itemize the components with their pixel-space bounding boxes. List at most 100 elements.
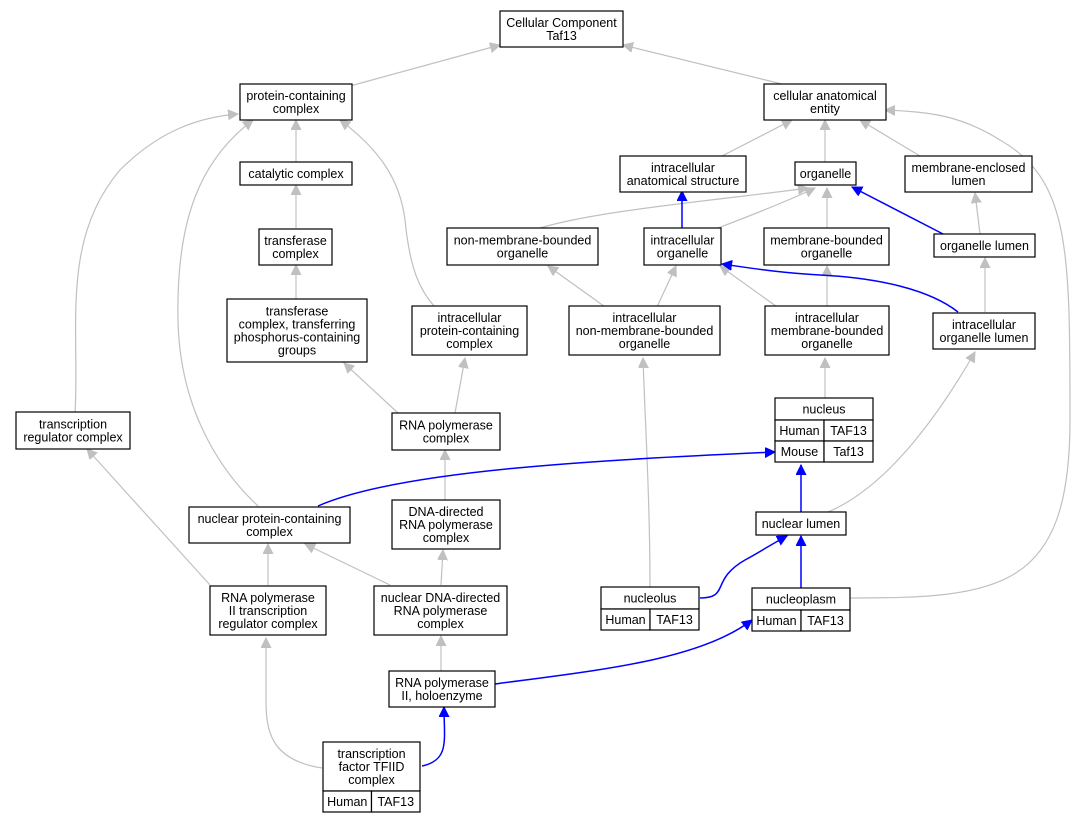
node-transferase-label-0: transferase <box>264 234 327 248</box>
node-trc-label-0: transcription <box>39 418 107 432</box>
svg-text:Human: Human <box>327 795 367 809</box>
node-nucleoplasm-annotation-0-gene: TAF13 <box>800 609 851 632</box>
edge-tfiid-holo <box>421 707 445 767</box>
node-tfiid-label-0: transcription <box>337 747 405 761</box>
edge-ipcc-pcc <box>340 120 435 307</box>
svg-text:Taf13: Taf13 <box>833 445 864 459</box>
node-inmbo-label-0: intracellular <box>613 311 677 325</box>
node-nddrnap-label-1: RNA polymerase <box>394 604 488 618</box>
node-olumen[interactable]: organelle lumen <box>933 233 1036 258</box>
node-holo-label-1: II, holoenzyme <box>401 689 482 703</box>
node-pcc-label-0: protein-containing <box>246 89 345 103</box>
edge-imbo-io <box>720 266 781 310</box>
node-mbo-label-1: organelle <box>801 247 852 261</box>
node-mel-label-1: lumen <box>951 174 985 188</box>
svg-text:TAF13: TAF13 <box>830 424 867 438</box>
edge-rnap2trc-trc <box>87 449 211 586</box>
node-nlumen[interactable]: nuclear lumen <box>755 511 847 536</box>
node-pcc-label-1: complex <box>273 102 320 116</box>
svg-text:Human: Human <box>605 613 645 627</box>
node-holo-label-0: RNA polymerase <box>395 676 489 690</box>
node-nmbo-label-1: organelle <box>497 247 548 261</box>
node-inmbo[interactable]: intracellularnon-membrane-boundedorganel… <box>568 305 721 356</box>
node-tcp-label-2: phosphorus-containing <box>234 331 361 345</box>
node-ias-label-1: anatomical structure <box>627 174 740 188</box>
svg-text:TAF13: TAF13 <box>377 795 414 809</box>
svg-text:TAF13: TAF13 <box>807 614 844 628</box>
node-ipcc-label-1: protein-containing <box>420 324 519 338</box>
edge-ias-cae <box>721 119 792 157</box>
node-nucleus-annotation-0-gene: TAF13 <box>823 419 874 442</box>
node-cae-label-1: entity <box>810 102 841 116</box>
edge-inmbo-nmbo <box>548 266 609 310</box>
node-catalytic-label-0: catalytic complex <box>248 167 344 181</box>
node-iolumen-label-0: intracellular <box>952 318 1016 332</box>
edge-tfiid-rnap2trc <box>266 638 323 769</box>
svg-text:Human: Human <box>779 424 819 438</box>
edge-npcc-nucleus <box>317 452 775 507</box>
node-inmbo-label-1: non-membrane-bounded <box>576 324 714 338</box>
svg-text:Mouse: Mouse <box>781 445 819 459</box>
node-root-label-0: Cellular Component <box>506 16 617 30</box>
node-inmbo-label-2: organelle <box>619 337 670 351</box>
node-tfiid-label-2: complex <box>348 773 395 787</box>
edge-nddrnap-npcc <box>305 544 391 586</box>
edge-rnapol-ipcc <box>454 358 465 414</box>
node-io-label-0: intracellular <box>651 234 715 248</box>
node-tcp-label-3: groups <box>278 344 316 358</box>
node-npcc-label-1: complex <box>246 525 293 539</box>
node-nmbo-label-0: non-membrane-bounded <box>454 234 592 248</box>
node-ddrnap-label-2: complex <box>423 531 470 545</box>
node-nucleus-annotation-1-gene: Taf13 <box>823 440 874 463</box>
node-nucleus-annotation-0-species: Human <box>774 419 825 442</box>
node-tfiid-annotation-0-gene: TAF13 <box>370 790 421 813</box>
node-catalytic[interactable]: catalytic complex <box>239 161 353 186</box>
node-npcc-label-0: nuclear protein-containing <box>198 512 342 526</box>
node-nucleoplasm-label-0: nucleoplasm <box>766 593 836 607</box>
edge-pcc-root <box>349 45 500 87</box>
node-rnapol-label-1: complex <box>423 432 470 446</box>
node-imbo-label-2: organelle <box>801 337 852 351</box>
node-imbo-label-1: membrane-bounded <box>771 324 884 338</box>
edge-olumen-mel <box>975 193 980 235</box>
node-root-label-1: Taf13 <box>546 29 577 43</box>
svg-text:Human: Human <box>756 614 796 628</box>
node-ddrnap-label-1: RNA polymerase <box>399 518 493 532</box>
edge-nddrnap-ddrnap <box>441 550 443 586</box>
node-tfiid-annotation-0-species: Human <box>322 790 373 813</box>
node-organelle[interactable]: organelle <box>794 161 857 186</box>
node-rnap2trc-label-2: regulator complex <box>218 617 318 631</box>
node-ias-label-0: intracellular <box>651 161 715 175</box>
node-io-label-1: organelle <box>657 247 708 261</box>
node-ipcc-label-0: intracellular <box>438 311 502 325</box>
edge-iolumen-io <box>722 264 959 313</box>
edge-cae-root <box>623 45 791 87</box>
edges <box>74 45 1071 769</box>
node-ipcc-label-2: complex <box>446 337 493 351</box>
